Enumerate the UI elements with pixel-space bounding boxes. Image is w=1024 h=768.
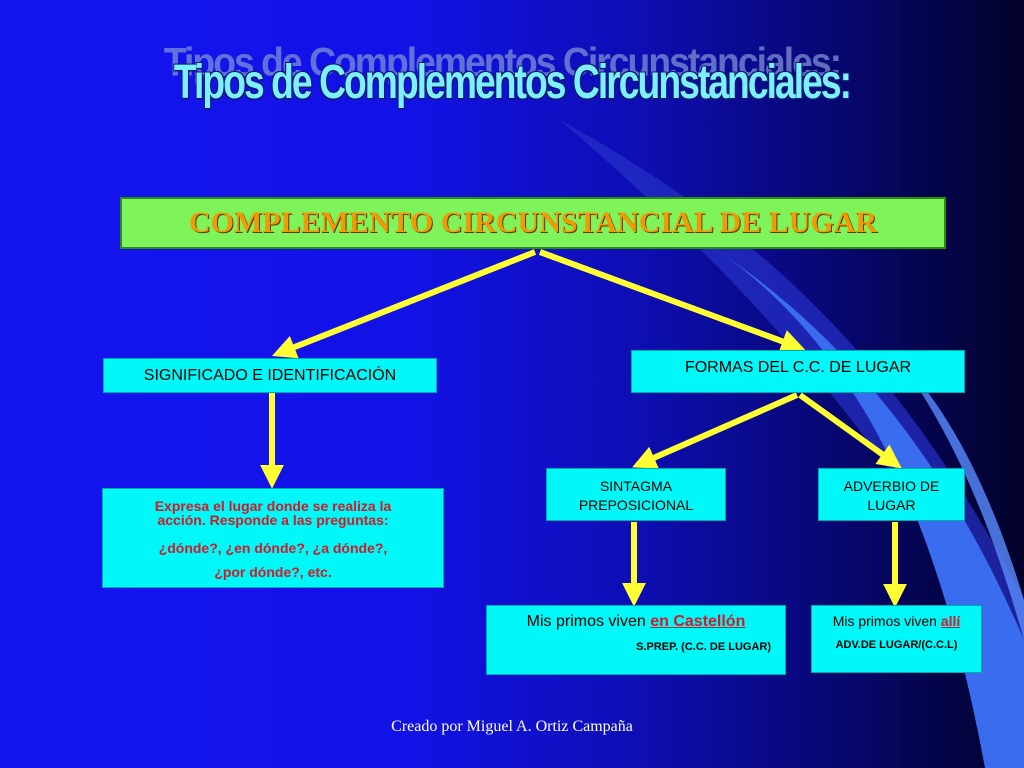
definition-line-4: ¿por dónde?, etc.	[214, 564, 332, 580]
slide-title-wrapper: Tipos de Complementos Circunstanciales: …	[0, 41, 1024, 122]
formas-label: FORMAS DEL C.C. DE LUGAR	[684, 359, 912, 376]
sintagma-line-1: SINTAGMA	[599, 478, 673, 494]
example-prepositional-label: S.PREP. (C.C. DE LUGAR)	[636, 641, 771, 653]
sintagma-line-2: PREPOSICIONAL	[578, 497, 694, 513]
significado-box: SIGNIFICADO E IDENTIFICACIÓN	[103, 358, 437, 393]
main-concept-box: COMPLEMENTO CIRCUNSTANCIAL DE LUGAR	[120, 197, 946, 249]
connector-arrows	[260, 249, 907, 608]
main-concept-label: COMPLEMENTO CIRCUNSTANCIAL DE LUGAR	[188, 206, 878, 239]
example-adverb-sentence: Mis primos viven allí	[833, 613, 961, 629]
adverbio-box: ADVERBIO DE LUGAR	[818, 468, 965, 521]
example-adverb-highlight: allí	[940, 613, 961, 629]
adverbio-line-1: ADVERBIO DE	[843, 478, 940, 494]
example-adverb-text: Mis primos viven	[832, 613, 941, 629]
arrow-formas-to-adverbio	[798, 392, 902, 469]
decorative-swoosh	[650, 210, 1024, 768]
example-adverb-box: Mis primos viven allí ADV.DE LUGAR/(C.C.…	[811, 605, 982, 673]
definition-box: Expresa el lugar donde se realiza la acc…	[102, 488, 444, 588]
definition-line-1: Expresa el lugar donde se realiza la	[154, 498, 392, 514]
definition-line-2: acción. Responde a las preguntas:	[157, 512, 389, 528]
sintagma-box: SINTAGMA PREPOSICIONAL	[546, 468, 726, 521]
author-credit: Creado por Miguel A. Ortiz Campaña	[391, 718, 633, 735]
adverbio-line-2: LUGAR	[867, 497, 916, 513]
slide-title: Tipos de Complementos Circunstanciales:	[173, 55, 852, 110]
formas-box: FORMAS DEL C.C. DE LUGAR	[631, 350, 965, 393]
example-prepositional-box: Mis primos viven en Castellón S.PREP. (C…	[486, 605, 786, 675]
example-prepositional-text: Mis primos viven	[526, 613, 651, 630]
definition-line-3: ¿dónde?, ¿en dónde?, ¿a dónde?,	[158, 540, 388, 556]
slide-title-shadow: Tipos de Complementos Circunstanciales:	[163, 40, 842, 86]
arrow-formas-to-sintagma	[632, 392, 799, 469]
significado-label: SIGNIFICADO E IDENTIFICACIÓN	[143, 366, 397, 384]
example-prepositional-highlight: en Castellón	[650, 613, 746, 630]
arrow-main-to-formas	[538, 249, 806, 353]
arrow-main-to-significado	[271, 249, 537, 359]
example-adverb-label: ADV.DE LUGAR/(C.C.L)	[835, 639, 958, 651]
example-prepositional-sentence: Mis primos viven en Castellón	[527, 613, 746, 631]
